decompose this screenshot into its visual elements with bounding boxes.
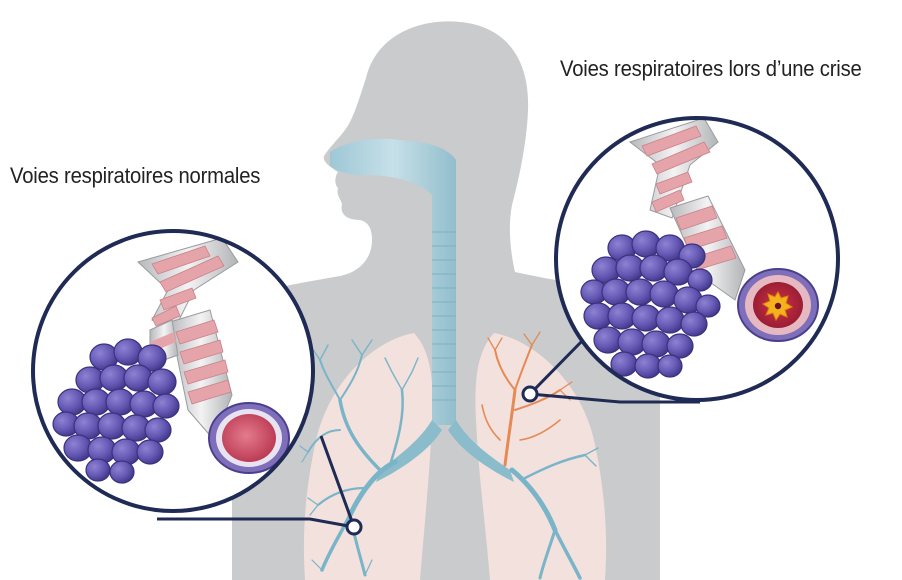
label-attack-airways: Voies respiratoires lors d’une crise	[560, 56, 862, 82]
airway-cross-section-attack	[738, 269, 818, 341]
label-normal-airways: Voies respiratoires normales	[10, 163, 260, 189]
callout-attack-airways	[556, 118, 838, 400]
callout-normal-airways	[33, 231, 313, 511]
